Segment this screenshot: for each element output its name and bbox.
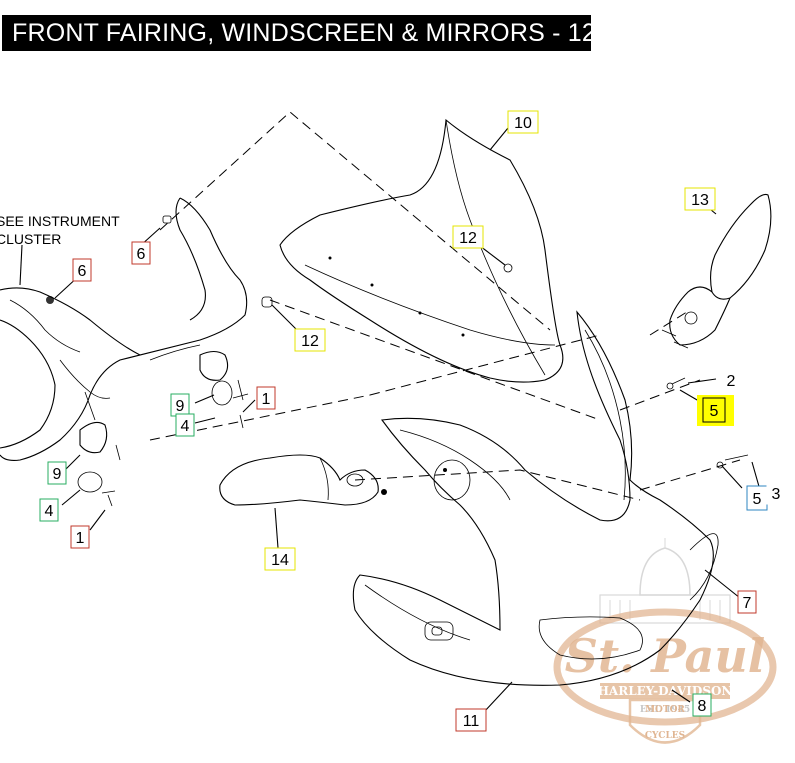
callout-label: 9 xyxy=(176,398,185,415)
callout-label: 8 xyxy=(698,698,707,715)
callout-box xyxy=(452,225,484,249)
note-line-1: SEE INSTRUMENT xyxy=(0,213,120,229)
callout-9-center[interactable]: 9 xyxy=(170,393,190,417)
callout-label: 13 xyxy=(691,192,709,209)
callout-box xyxy=(766,481,786,505)
callout-1-center[interactable]: 1 xyxy=(256,386,276,410)
callout-4-center[interactable]: 4 xyxy=(175,413,195,437)
callout-label: 1 xyxy=(76,530,85,547)
callout-11[interactable]: 11 xyxy=(455,708,487,732)
callout-6-center[interactable]: 6 xyxy=(131,241,151,265)
callout-2[interactable]: 2 xyxy=(719,369,743,391)
callout-box xyxy=(131,241,151,265)
hardware-parts xyxy=(46,215,749,507)
callout-label: 4 xyxy=(181,418,190,435)
callout-13[interactable]: 13 xyxy=(684,187,716,211)
callout-label: 14 xyxy=(271,552,289,569)
callout-4-left[interactable]: 4 xyxy=(39,498,59,522)
watermark-sub2-text: CYCLES xyxy=(645,731,685,741)
callout-label: 3 xyxy=(772,486,781,503)
callout-12-top[interactable]: 12 xyxy=(452,225,484,249)
callout-label: 5 xyxy=(710,403,719,420)
callout-box xyxy=(692,693,712,717)
callout-label: 10 xyxy=(514,115,532,132)
callout-1-left[interactable]: 1 xyxy=(70,525,90,549)
callout-7[interactable]: 7 xyxy=(737,590,757,614)
watermark-est-text: EST. 1945 xyxy=(640,705,690,715)
callout-9-left[interactable]: 9 xyxy=(47,461,67,485)
callout-3[interactable]: 3 xyxy=(766,481,786,505)
leader-lines xyxy=(19,127,761,713)
callout-label: 11 xyxy=(463,713,480,730)
callout-box xyxy=(72,258,92,282)
dealer-watermark: St. Paul HARLEY-DAVIDSON EST. 1945 MOTOR… xyxy=(553,538,777,744)
callout-5-highlighted[interactable]: 5 xyxy=(697,395,734,426)
page-title: FRONT FAIRING, WINDSCREEN & MIRRORS - 12… xyxy=(2,15,614,51)
callout-box xyxy=(175,413,195,437)
watermark-brand-text: HARLEY-DAVIDSON xyxy=(598,684,733,698)
watermark-main-text: St. Paul xyxy=(565,629,766,683)
callout-box xyxy=(719,369,743,391)
callout-label: 9 xyxy=(53,466,62,483)
callout-box xyxy=(737,590,757,614)
callout-label: 12 xyxy=(459,230,477,247)
callout-10[interactable]: 10 xyxy=(507,110,539,134)
callout-box xyxy=(702,397,726,423)
callout-label: 5 xyxy=(753,491,762,508)
callout-label: 6 xyxy=(78,263,87,280)
callout-box xyxy=(47,461,67,485)
callout-label: 7 xyxy=(743,595,752,612)
callout-box xyxy=(507,110,539,134)
right-mirror-part xyxy=(661,193,772,349)
callout-12-center[interactable]: 12 xyxy=(294,328,326,352)
callout-5-lower[interactable]: 5 xyxy=(746,485,768,511)
callout-label: 6 xyxy=(137,246,146,263)
callout-box xyxy=(39,498,59,522)
callout-label: 4 xyxy=(45,503,54,520)
callout-box xyxy=(684,187,716,211)
watermark-sub1-text: MOTOR xyxy=(645,705,685,715)
callout-box xyxy=(256,386,276,410)
left-mirror-part xyxy=(219,454,387,506)
callout-label: 2 xyxy=(727,373,736,390)
fairing-bracket-part xyxy=(0,197,248,461)
callout-box xyxy=(294,328,326,352)
callout-14[interactable]: 14 xyxy=(264,547,296,571)
upper-fairing-part xyxy=(352,310,719,686)
callout-label: 12 xyxy=(301,333,319,350)
note-line-2: CLUSTER xyxy=(0,231,61,247)
callout-6-left[interactable]: 6 xyxy=(72,258,92,282)
callout-8[interactable]: 8 xyxy=(692,693,712,717)
callout-box xyxy=(70,525,90,549)
callout-box xyxy=(455,708,487,732)
instrument-cluster-note: SEE INSTRUMENT CLUSTER xyxy=(0,213,120,247)
callout-box xyxy=(264,547,296,571)
assembly-lines xyxy=(149,111,741,501)
callout-label: 1 xyxy=(262,391,271,408)
